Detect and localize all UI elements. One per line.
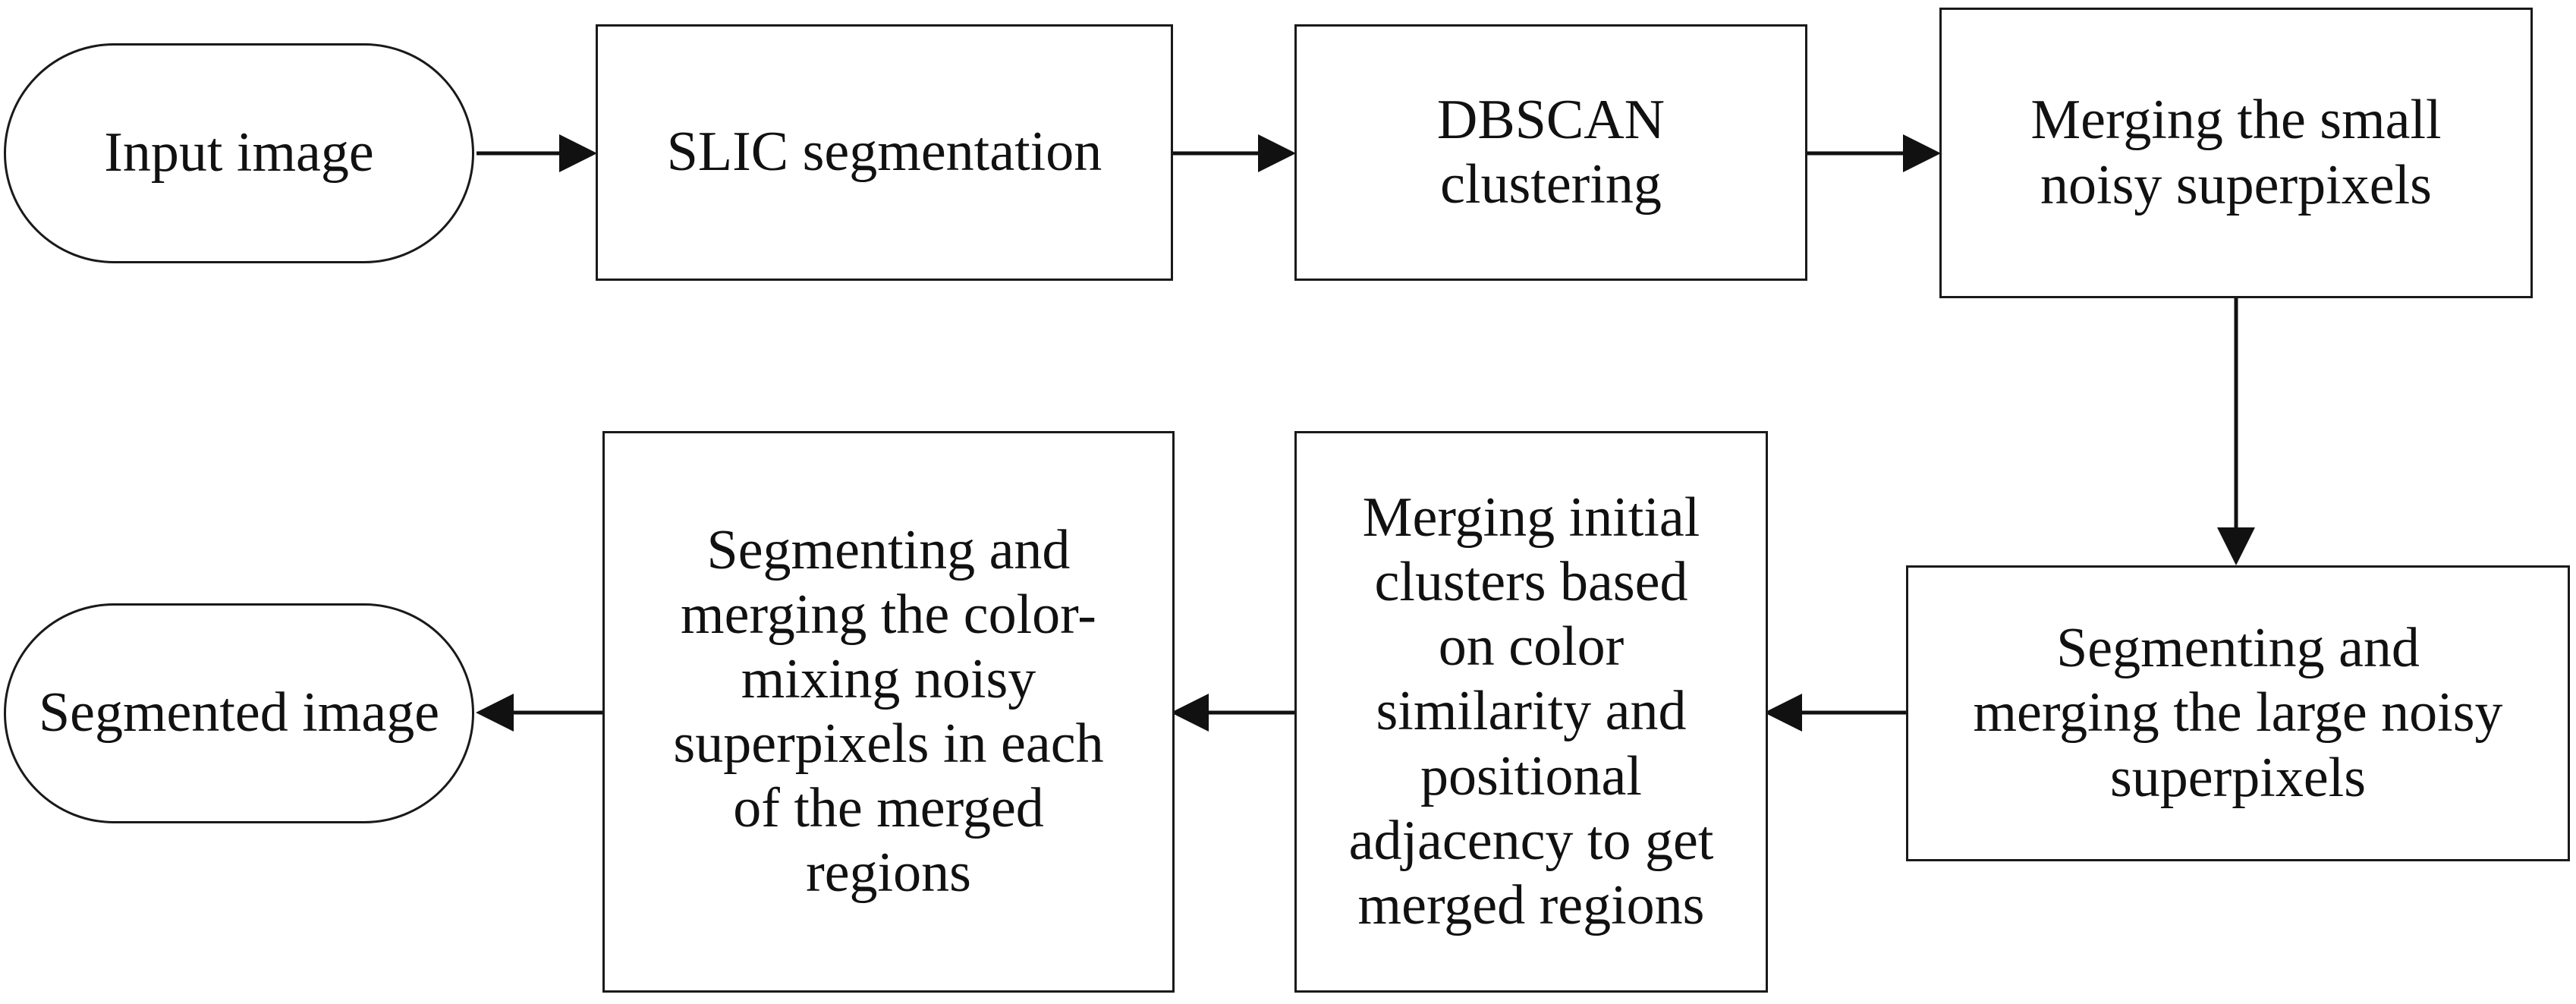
node-segmented-image: Segmented image xyxy=(4,603,474,823)
node-merging-initial-clusters: Merging initial clusters based on color … xyxy=(1294,431,1768,993)
node-label: Merging the small noisy superpixels xyxy=(2030,89,2442,216)
node-merging-small-noisy: Merging the small noisy superpixels xyxy=(1939,8,2533,298)
node-label: DBSCAN clustering xyxy=(1436,88,1665,216)
node-label: Segmented image xyxy=(38,681,440,744)
node-segmenting-color-mixing: Segmenting and merging the color- mixing… xyxy=(602,431,1175,993)
node-dbscan-clustering: DBSCAN clustering xyxy=(1294,24,1807,281)
node-segmenting-large-noisy: Segmenting and merging the large noisy s… xyxy=(1906,565,2570,861)
node-label: Segmenting and merging the large noisy s… xyxy=(1973,617,2503,809)
node-input-image: Input image xyxy=(4,43,474,263)
node-label: Input image xyxy=(104,121,374,184)
node-label: Merging initial clusters based on color … xyxy=(1348,486,1714,936)
node-label: SLIC segmentation xyxy=(666,121,1102,184)
node-label: Segmenting and merging the color- mixing… xyxy=(673,518,1104,905)
node-slic-segmentation: SLIC segmentation xyxy=(596,24,1173,281)
